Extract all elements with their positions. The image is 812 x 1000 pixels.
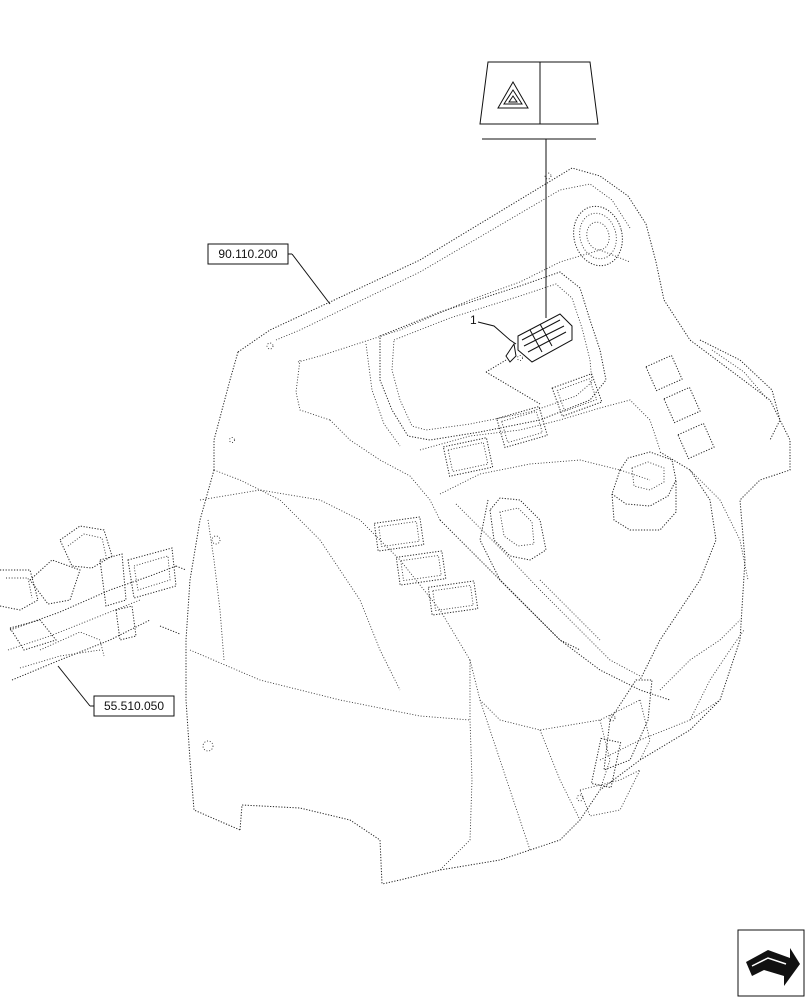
hazard-warning-triangle-icon — [497, 80, 529, 109]
hazard-switch-symbol — [479, 61, 599, 318]
reference-label-lower[interactable]: 55.510.050 — [57, 665, 175, 717]
reference-text-lower: 55.510.050 — [104, 699, 164, 713]
hazard-switch-part — [477, 313, 573, 405]
wiring-harness-drawing — [0, 525, 187, 681]
fastener-holes — [202, 172, 616, 802]
callout-number-1: 1 — [470, 313, 477, 327]
reference-label-upper[interactable]: 90.110.200 — [207, 243, 331, 305]
dashboard-console-drawing — [185, 167, 791, 885]
next-page-arrow-icon[interactable] — [737, 929, 805, 997]
reference-text-upper: 90.110.200 — [218, 247, 277, 261]
speaker-grille — [573, 205, 623, 267]
console-switches — [373, 354, 715, 789]
